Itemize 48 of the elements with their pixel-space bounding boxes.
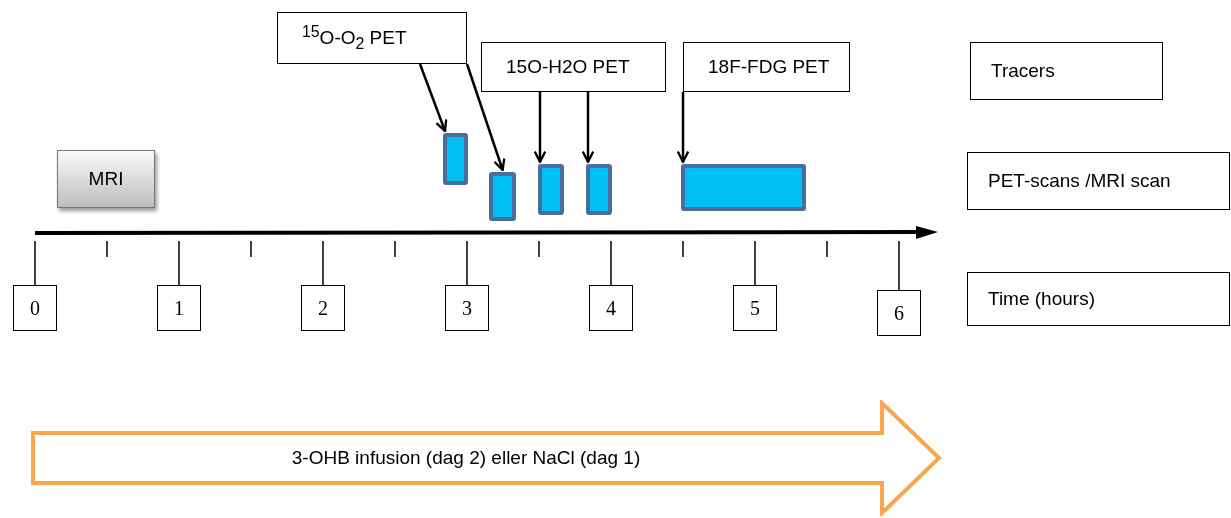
hour-number: 1 [174,296,184,320]
tracer-label [683,42,850,92]
hour-number: 4 [606,296,616,320]
hour-number: 0 [30,296,40,320]
arrow [418,63,448,133]
label-text: 15O-H2O PET [506,56,630,78]
hour-box [445,285,489,331]
scan-box [57,150,155,208]
arrow [676,92,690,164]
row-label [970,42,1163,100]
tick-line [178,240,180,286]
hour-box [877,290,921,336]
label-text: Tracers [991,60,1055,82]
tracer-label [277,12,467,64]
tracer-label [481,42,666,92]
infusion-label: 3-OHB infusion (dag 2) eller NaCl (dag 1) [291,447,641,469]
arrow [465,63,506,172]
scan-bar [538,164,564,215]
hour-number: 6 [894,301,904,325]
tick-line [898,240,900,291]
infusion-arrow [30,400,942,516]
tick-line [34,240,36,286]
hour-box [157,285,201,331]
hour-box [301,285,345,331]
label-text: $^{15}$O-O$_{2}$ PET [302,23,407,54]
hour-number: 5 [750,296,760,320]
tick-line [466,240,468,286]
scan-bar [443,133,468,185]
label-text: Time (hours) [988,288,1095,310]
hour-box [733,285,777,331]
scan-bar [681,164,806,211]
time-axis-arrow [33,226,938,241]
hour-number: 3 [462,296,472,320]
arrow [533,92,547,164]
row-label [967,272,1230,326]
tick-line [322,240,324,286]
scan-bar [586,164,612,215]
arrow [581,92,595,164]
hour-number: 2 [318,296,328,320]
tick-line [754,240,756,286]
tick-line [610,240,612,286]
scan-bar [489,172,516,221]
hour-box [589,285,633,331]
label-text: MRI [88,168,124,190]
row-label [967,152,1230,210]
label-text: PET-scans /MRI scan [988,170,1171,192]
label-text: 18F-FDG PET [708,56,830,78]
hour-box [13,285,57,331]
